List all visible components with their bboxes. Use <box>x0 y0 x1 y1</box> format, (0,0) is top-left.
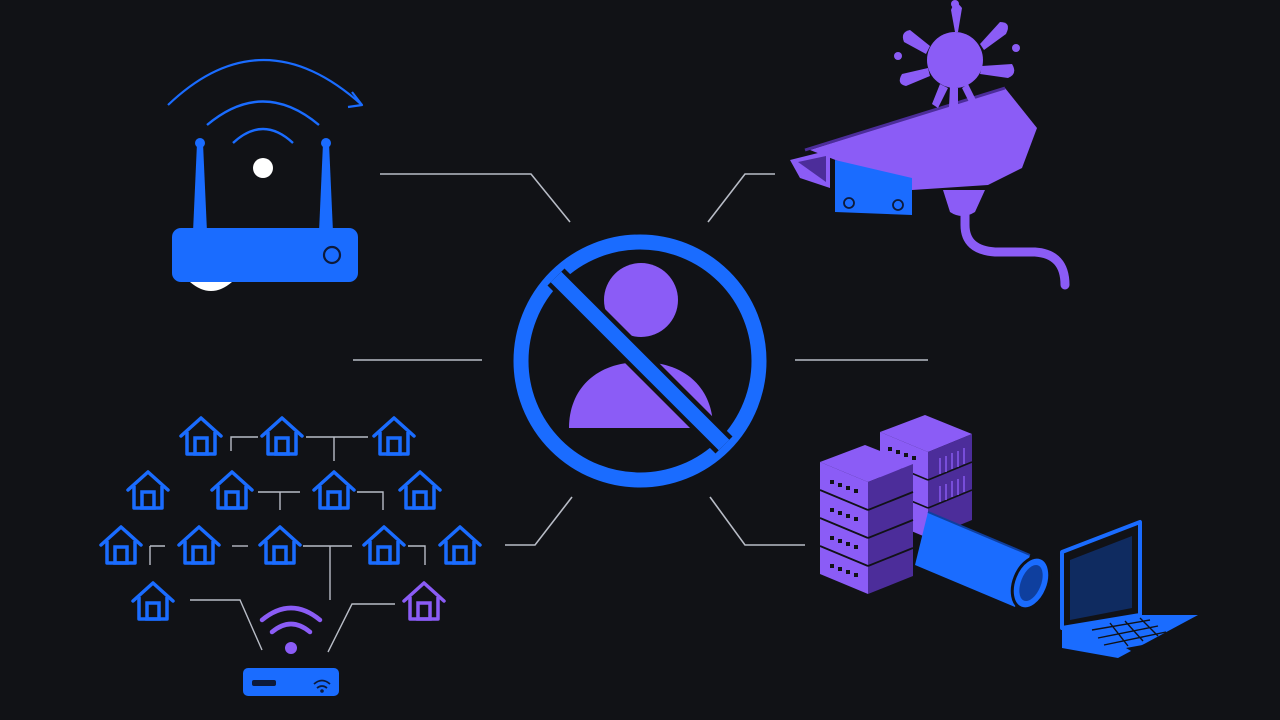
house-icon <box>260 416 304 456</box>
house-icon <box>312 470 356 510</box>
house-icon <box>126 470 170 510</box>
wifi-modem-icon <box>243 605 339 696</box>
house-icon <box>402 581 446 621</box>
house-icon <box>179 416 223 456</box>
server-tunnel-laptop-icon <box>819 415 1198 658</box>
house-icon <box>398 470 442 510</box>
virus-icon <box>894 0 1020 136</box>
house-icon <box>372 416 416 456</box>
house-icon <box>258 525 302 565</box>
house-icons <box>99 416 482 621</box>
house-icon <box>177 525 221 565</box>
connector-lines <box>353 173 928 546</box>
connector-camera <box>707 173 775 223</box>
house-icon <box>99 525 143 565</box>
house-icon <box>131 581 175 621</box>
no-person-icon <box>513 234 767 488</box>
connector-router <box>380 173 571 223</box>
house-icon <box>438 525 482 565</box>
house-icon <box>210 470 254 510</box>
house-icon <box>362 525 406 565</box>
connector-datacenter <box>709 496 805 546</box>
infected-security-camera-icon <box>790 0 1070 290</box>
laptop-icon <box>1060 520 1198 658</box>
home-network-icon <box>99 416 482 696</box>
wifi-router-icon <box>167 58 364 291</box>
connector-neighborhood <box>505 496 573 546</box>
